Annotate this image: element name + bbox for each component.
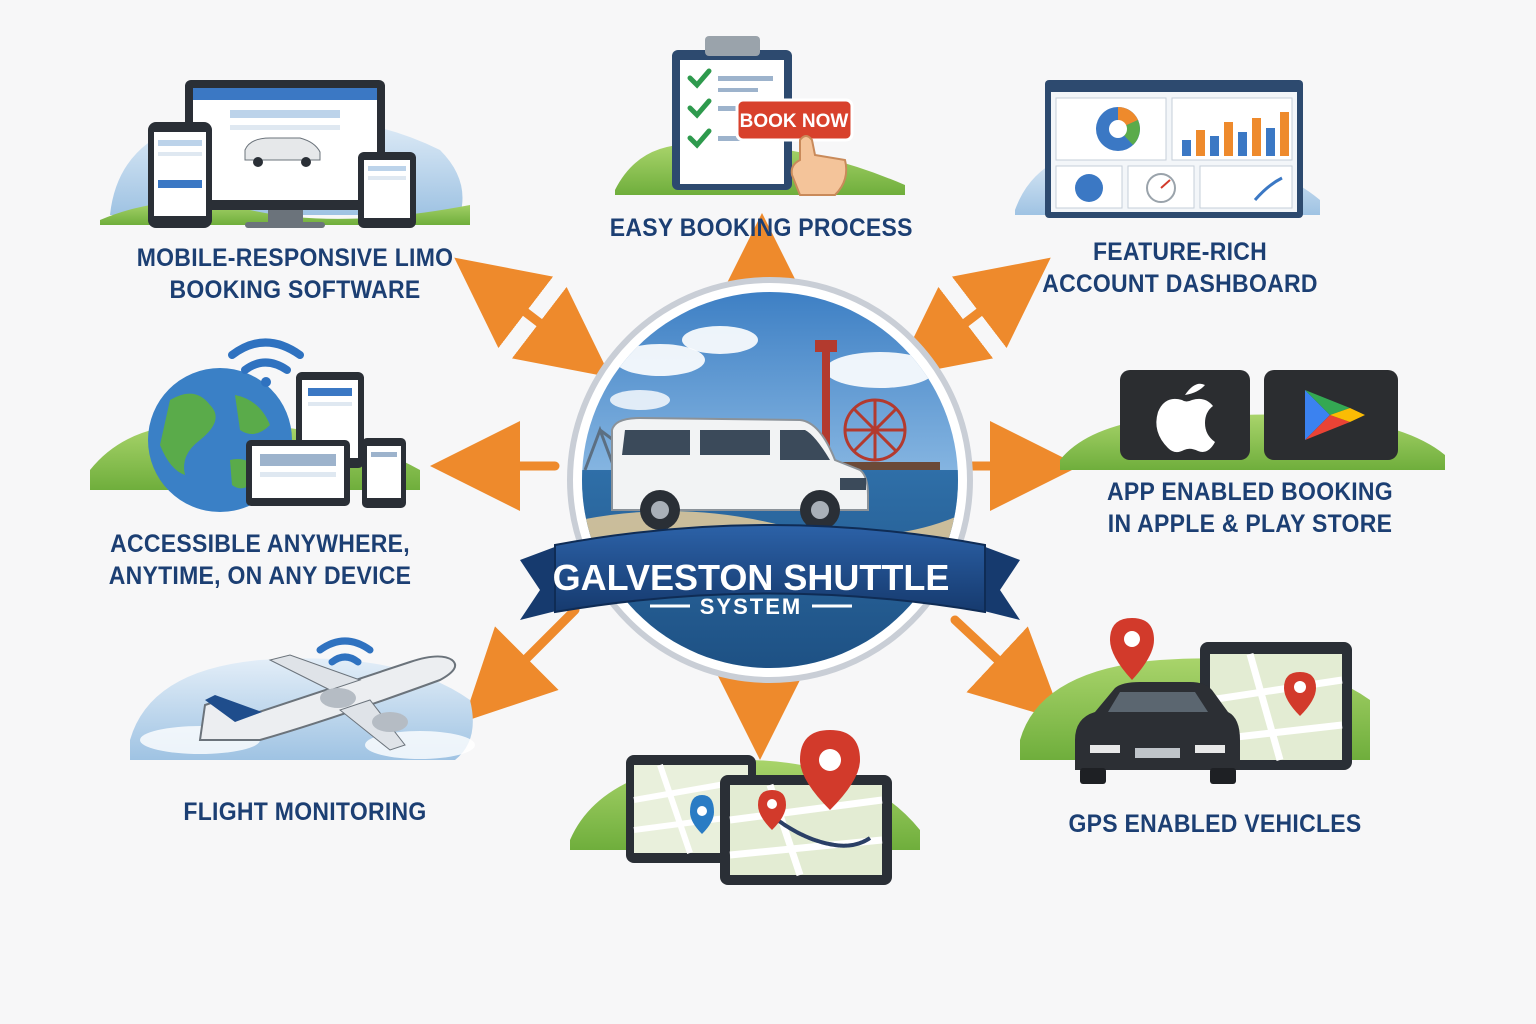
app-store-icons	[1060, 370, 1445, 470]
arrow-mobile-responsive	[454, 257, 611, 378]
feature-label-line: FEATURE-RICH	[1092, 238, 1268, 266]
feature-label-line: APP ENABLED BOOKING	[1107, 478, 1393, 506]
dashboard-charts-icon	[1015, 80, 1320, 218]
feature-label-accessible: ACCESSIBLE ANYWHERE, ANYTIME, ON ANY DEV…	[108, 528, 412, 592]
feature-label-line: MOBILE-RESPONSIVE LIMO	[136, 244, 454, 272]
ferris-wheel	[843, 398, 907, 462]
arrow-gps-vehicles	[950, 615, 1063, 721]
wifi-icon	[316, 637, 374, 666]
feature-label-line: GPS ENABLED VEHICLES	[1068, 810, 1362, 838]
center-banner	[520, 524, 1020, 620]
feature-label-line: ACCOUNT DASHBOARD	[1042, 270, 1318, 298]
feature-label-line: BOOKING SOFTWARE	[169, 276, 421, 304]
center-title-text: GALVESTON SHUTTLE	[553, 557, 950, 598]
feature-label-mobile-responsive: MOBILE-RESPONSIVE LIMO BOOKING SOFTWARE	[134, 242, 456, 306]
feature-label-line: ANYTIME, ON ANY DEVICE	[108, 562, 412, 590]
book-now-label: BOOK NOW	[740, 111, 849, 132]
center-title: GALVESTON SHUTTLE SYSTEM	[553, 557, 950, 619]
tablet-map-icon	[570, 730, 920, 885]
center-hub: GALVESTON SHUTTLE SYSTEM	[520, 277, 1020, 683]
feature-label-line: ACCESSIBLE ANYWHERE,	[110, 530, 410, 558]
devices-icon	[100, 80, 470, 228]
center-subtitle-text: SYSTEM	[700, 594, 802, 619]
airplane-wifi-icon	[130, 637, 475, 760]
feature-label-dashboard: FEATURE-RICH ACCOUNT DASHBOARD	[1028, 236, 1332, 300]
play-store-icon	[1264, 370, 1398, 460]
feature-label-easy-booking: EASY BOOKING PROCESS	[609, 212, 913, 244]
arrow-dashboard	[894, 257, 1051, 378]
arrow-flight	[463, 605, 580, 722]
apple-store-icon	[1120, 370, 1250, 460]
feature-label-app-enabled: APP ENABLED BOOKING IN APPLE & PLAY STOR…	[1098, 476, 1402, 540]
book-now-button	[735, 98, 854, 142]
wifi-icon	[228, 338, 304, 374]
feature-label-line: FLIGHT MONITORING	[183, 798, 427, 826]
shuttle-van	[611, 416, 869, 530]
connector-arrows	[430, 213, 1080, 760]
dashboard-bars	[1182, 112, 1289, 156]
feature-label-flight: FLIGHT MONITORING	[162, 796, 447, 828]
feature-label-line: IN APPLE & PLAY STORE	[1107, 510, 1393, 538]
feature-label-line: EASY BOOKING PROCESS	[609, 214, 913, 242]
clipboard-checklist-icon: BOOK NOW	[615, 36, 905, 196]
globe-wifi-devices-icon	[90, 338, 420, 512]
car-gps-icon	[1020, 618, 1370, 784]
feature-label-gps: GPS ENABLED VEHICLES	[1068, 808, 1362, 840]
